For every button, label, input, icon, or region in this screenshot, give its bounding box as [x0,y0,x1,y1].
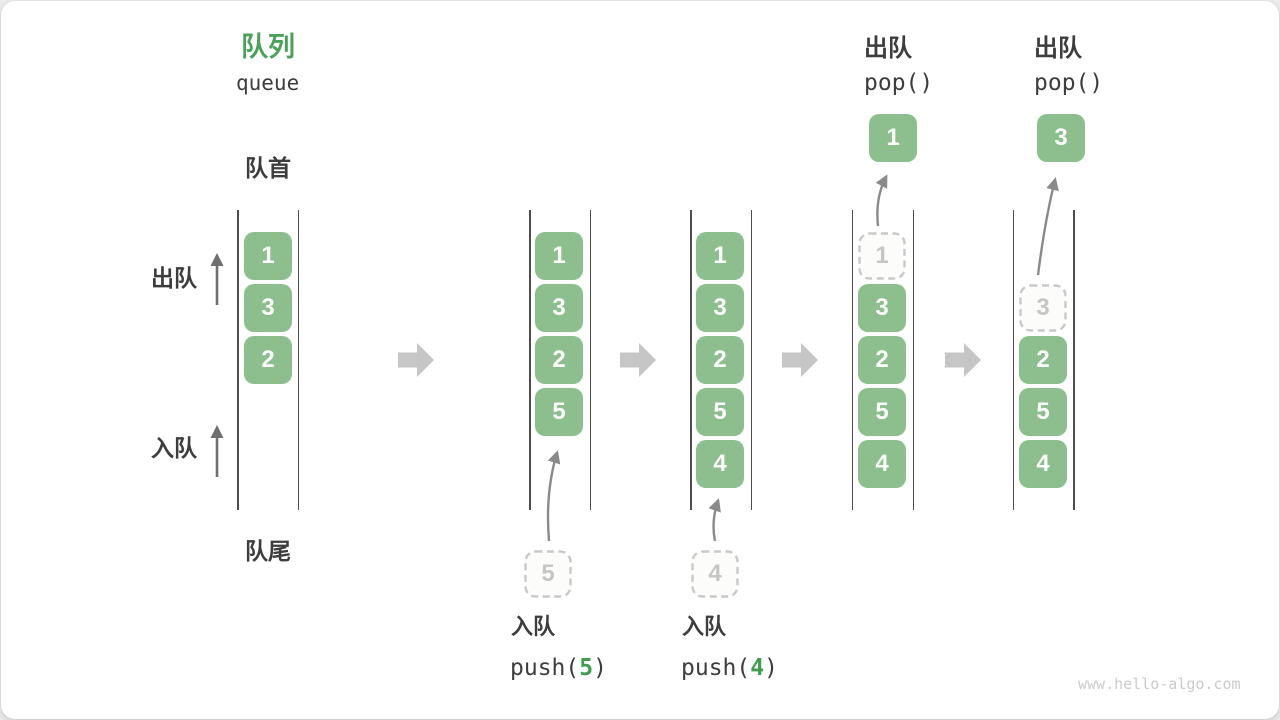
label-dequeue: 出队 [151,265,197,291]
pop-2-code: pop() [1034,70,1104,96]
queue-item: 4 [858,440,906,488]
queue-item: 3 [858,284,906,332]
removed-item-value: 1 [875,242,889,269]
column-wall [237,210,239,510]
column-wall [912,210,914,510]
queue-item: 2 [244,336,292,384]
queue-item: 2 [1019,336,1067,384]
column-wall [690,210,692,510]
queue-item: 5 [535,388,583,436]
removed-item-dashed: 1 [858,232,906,280]
removed-item-dashed: 3 [1019,284,1067,332]
queue-item: 2 [858,336,906,384]
queue-item: 2 [696,336,744,384]
pop-2-label: 出队 [1034,35,1082,62]
queue-item: 1 [535,232,583,280]
label-queue-front: 队首 [245,155,291,181]
label-queue-rear: 队尾 [245,538,291,564]
queue-item: 2 [535,336,583,384]
queue-item: 1 [244,232,292,280]
pop-1-label: 出队 [864,35,912,62]
column-wall [1012,210,1014,510]
queue-item: 3 [535,284,583,332]
label-enqueue: 入队 [151,435,197,461]
incoming-item-value: 5 [541,560,555,587]
page-subtitle: queue [236,71,300,95]
push-5-arg: 5 [579,655,594,681]
push-4-arg: 4 [750,655,765,681]
column-wall [529,210,531,510]
pop-1-code: pop() [864,70,934,96]
push-5-code: push(5) [510,657,607,680]
incoming-item-dashed: 4 [691,550,739,598]
push-4-label: 入队 [682,614,727,639]
queue-item: 5 [1019,388,1067,436]
queue-item: 4 [1019,440,1067,488]
queue-item: 4 [696,440,744,488]
push-4-close: ) [764,655,778,681]
column-wall [297,210,299,510]
column-wall [1073,210,1075,510]
push-5-fn: push( [510,655,580,681]
column-wall [750,210,752,510]
page-title: 队列 [241,32,295,62]
queue-item: 5 [696,388,744,436]
incoming-item-value: 4 [708,560,722,587]
watermark: www.hello-algo.com [1078,675,1241,693]
column-wall [589,210,591,510]
queue-item: 3 [696,284,744,332]
push-4-code: push(4) [681,657,778,680]
column-wall [851,210,853,510]
push-5-close: ) [593,655,607,681]
queue-item: 3 [244,284,292,332]
popped-item: 1 [869,114,917,162]
popped-item: 3 [1037,114,1085,162]
incoming-item-dashed: 5 [524,550,572,598]
push-4-fn: push( [681,655,751,681]
queue-item: 1 [696,232,744,280]
queue-item: 5 [858,388,906,436]
removed-item-value: 3 [1036,294,1050,321]
push-5-label: 入队 [511,614,556,639]
